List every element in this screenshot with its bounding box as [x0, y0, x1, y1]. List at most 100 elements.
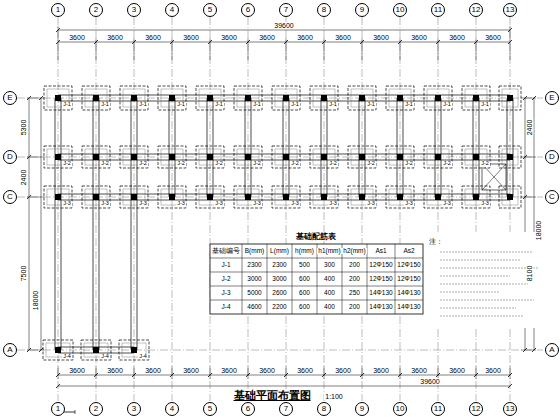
- table-cell: 200: [348, 304, 361, 311]
- footing-outline: [272, 86, 300, 110]
- axis-bubble: 12: [469, 3, 483, 17]
- footing-mark: J-3: [138, 201, 148, 207]
- drawing-line: [55, 98, 56, 197]
- column-section: [507, 95, 513, 101]
- drawing-line: [55, 197, 56, 350]
- footing-outline: [120, 186, 148, 208]
- dimension-text: 3600: [258, 367, 276, 374]
- drawing-line: [251, 98, 252, 197]
- axis-bubble: 5: [203, 402, 217, 416]
- column-section: [131, 194, 137, 200]
- drawing-line: [58, 42, 510, 43]
- table-cell: 12Φ150: [368, 262, 393, 269]
- footing-mark: J-2: [404, 161, 414, 167]
- axis-line: [438, 17, 439, 401]
- table-cell: 3000: [271, 276, 287, 283]
- footing-mark: J-3: [100, 201, 110, 207]
- axis-bubble: 10: [393, 3, 407, 17]
- drawing-line: [27, 348, 31, 352]
- footing-outline: [44, 186, 72, 208]
- footing-mark: J-1: [214, 102, 224, 108]
- drawing-line: [169, 98, 170, 197]
- column-section: [321, 154, 327, 160]
- drawing-line: [61, 197, 62, 350]
- drawing-line: [324, 366, 325, 379]
- table-cell: 400: [323, 276, 336, 283]
- axis-bubble: 10: [393, 402, 407, 416]
- axis-number: E: [7, 94, 12, 102]
- drawing-line: [170, 373, 174, 377]
- drawing-line: [474, 40, 478, 44]
- footing-outline: [82, 86, 110, 110]
- footing-outline: [348, 186, 376, 208]
- dimension-text: 18000: [33, 289, 40, 310]
- table-rule: [342, 244, 343, 314]
- drawing-line: [213, 98, 214, 197]
- dimension-text: 3600: [106, 34, 124, 41]
- drawing-line: [131, 197, 132, 350]
- drawing-line: [286, 366, 287, 379]
- dimension-text: 3600: [334, 34, 352, 41]
- dimension-text: 39600: [273, 22, 294, 29]
- axis-line: [510, 17, 511, 401]
- drawing-line: [99, 98, 100, 197]
- drawing-line: [58, 386, 510, 387]
- dimension-text: 2400: [20, 168, 27, 186]
- drawing-line: [441, 98, 442, 197]
- footing-mark: J-3: [214, 201, 224, 207]
- footing-outline: [81, 340, 111, 360]
- footing-outline: [158, 146, 186, 168]
- axis-line: [286, 17, 287, 401]
- axis-bubble: D: [545, 150, 559, 164]
- axis-number: A: [549, 346, 554, 354]
- table-rule: [367, 244, 368, 314]
- drawing-line: [327, 98, 328, 197]
- column-section: [473, 95, 479, 101]
- axis-number: 5: [208, 6, 212, 14]
- axis-line: [324, 17, 325, 401]
- footing-outline: [462, 186, 490, 208]
- table-cell: 14Φ130: [396, 290, 421, 297]
- table-cell: J-3: [220, 290, 231, 297]
- drawing-line: [94, 373, 98, 377]
- drawing-line: [513, 98, 514, 197]
- column-section: [283, 95, 289, 101]
- column-section: [55, 347, 61, 353]
- note-text-line: [440, 252, 532, 253]
- axis-bubble: 3: [127, 402, 141, 416]
- drawing-line: [246, 40, 250, 44]
- dimension-text: 3600: [410, 367, 428, 374]
- table-cell: 4600: [246, 304, 262, 311]
- table-cell: 基础编号: [211, 248, 241, 255]
- table-rule: [242, 244, 243, 314]
- drawing-line: [208, 373, 212, 377]
- drawing-line: [523, 195, 527, 199]
- axis-line: [96, 17, 97, 401]
- axis-number: 4: [170, 6, 174, 14]
- axis-number: A: [7, 346, 12, 354]
- dimension-text: 8100: [526, 265, 533, 283]
- dimension-text: 3600: [68, 367, 86, 374]
- column-section: [169, 194, 175, 200]
- table-cell: 300: [323, 262, 336, 269]
- column-section: [207, 154, 213, 160]
- dimension-text: 3600: [220, 34, 238, 41]
- column-section: [93, 347, 99, 353]
- axis-bubble: D: [3, 150, 17, 164]
- axis-line: [362, 17, 363, 401]
- drawing-line: [39, 348, 43, 352]
- footing-outline: [44, 86, 72, 110]
- table-cell: 600: [298, 290, 311, 297]
- drawing-line: [510, 366, 511, 379]
- drawing-line: [134, 366, 135, 379]
- drawing-line: [365, 98, 366, 197]
- drawing-line: [508, 40, 512, 44]
- drawing-line: [436, 373, 440, 377]
- column-section: [207, 194, 213, 200]
- axis-bubble: A: [3, 343, 17, 357]
- drawing-line: [359, 98, 360, 197]
- table-cell: J-4: [220, 304, 231, 311]
- axis-bubble: 5: [203, 3, 217, 17]
- footing-outline: [82, 186, 110, 208]
